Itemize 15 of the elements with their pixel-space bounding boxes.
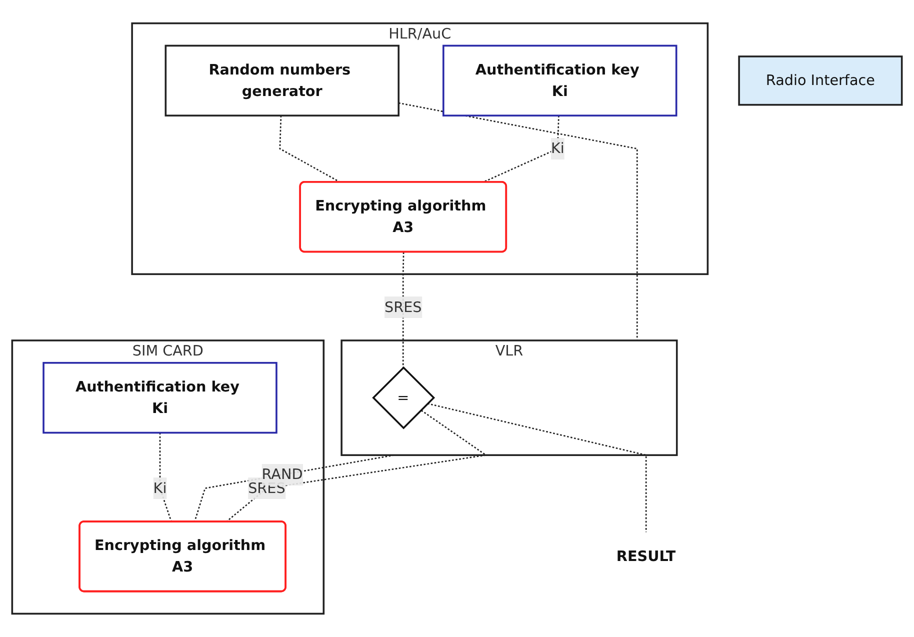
edge-label: Ki	[153, 479, 167, 496]
connector	[427, 402, 647, 532]
node-box: Authentification key Ki	[442, 44, 678, 116]
node-text: RESULT	[616, 547, 676, 564]
connector	[226, 410, 488, 522]
node-diamond: =	[372, 366, 436, 430]
node-box: Authentification key Ki	[42, 362, 278, 434]
edge-label: Ki	[550, 140, 564, 157]
connector	[482, 116, 560, 183]
edge-label: SRES	[384, 298, 422, 316]
node-box: Radio Interface	[738, 56, 903, 106]
edge-label: SRES	[248, 479, 286, 496]
edge-label: RAND	[262, 466, 303, 483]
connector	[402, 252, 404, 368]
node-box: Random numbers generator	[164, 44, 400, 116]
